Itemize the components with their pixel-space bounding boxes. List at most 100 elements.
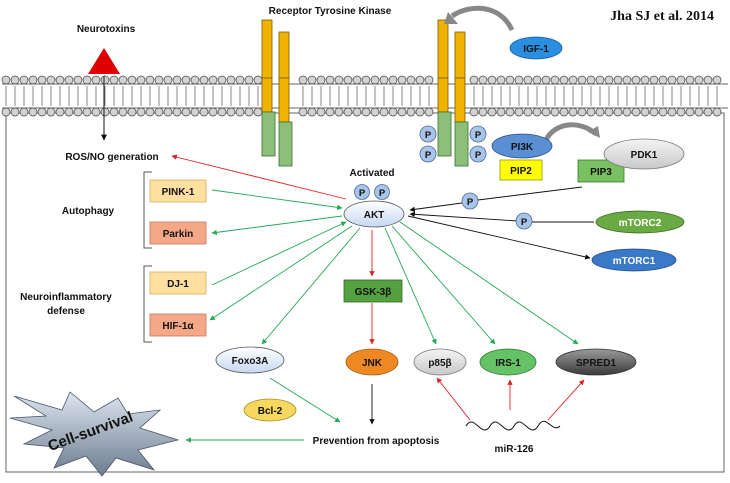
lipid-head: [307, 107, 317, 117]
lipid-head: [325, 107, 335, 117]
lipid-head: [595, 107, 605, 117]
phospho-circle-akt: [354, 184, 370, 200]
pip3-label: PIP3: [590, 167, 612, 178]
p85b-label: p85β: [428, 358, 451, 369]
p85b-node: [413, 348, 467, 376]
lipid-head: [154, 75, 164, 85]
lipid-head: [235, 75, 245, 85]
lipid-head: [406, 107, 416, 117]
arrow-mtorc2-akt: [409, 211, 519, 222]
lipid-bilayer: [1, 75, 728, 117]
lipid-head: [199, 107, 209, 117]
arrow-akt-parkin: [211, 215, 343, 236]
defense-label: defense: [47, 306, 85, 317]
arrow-mir-p85b: [436, 377, 471, 421]
lipid-head: [541, 107, 551, 117]
lipid-head: [172, 107, 182, 117]
lipid-head: [532, 107, 542, 117]
lipid-head: [658, 75, 668, 85]
lipid-head: [415, 107, 425, 117]
lipid-head: [1, 107, 11, 117]
pdk1-node: [603, 138, 685, 170]
lipid-head: [370, 75, 380, 85]
bcl2-node: [243, 398, 297, 422]
lipid-head: [559, 75, 569, 85]
phospho-circle: [469, 125, 487, 143]
lipid-head: [685, 75, 695, 85]
lipid-head: [208, 75, 218, 85]
foxo3a-node: [215, 346, 285, 374]
citation: Jha SJ et al. 2014: [610, 9, 714, 24]
arrow-akt-mtorc1: [407, 215, 591, 260]
lipid-head: [100, 107, 110, 117]
lipid-head: [352, 107, 362, 117]
lipid-head: [109, 107, 119, 117]
lipid-head: [190, 107, 200, 117]
lipid-head: [577, 107, 587, 117]
lipid-head: [703, 107, 713, 117]
lipid-head: [64, 75, 74, 85]
neuroinflammatory-bracket: [143, 265, 152, 343]
arrow-akt-spred1: [399, 221, 579, 345]
lipid-head: [226, 107, 236, 117]
lipid-head: [541, 75, 551, 85]
arrow-dj1-akt: [211, 221, 347, 286]
lipid-head: [298, 75, 308, 85]
lipid-head: [406, 75, 416, 85]
lipid-head: [658, 107, 668, 117]
lipid-head: [226, 75, 236, 85]
lipid-head: [604, 107, 614, 117]
irs1-node: [479, 348, 537, 376]
lipid-head: [505, 75, 515, 85]
lipid-head: [244, 75, 254, 85]
lipid-head: [181, 75, 191, 85]
arrow-foxo3a-apoptosis: [269, 377, 341, 423]
lipid-head: [622, 107, 632, 117]
phospho-circle: [419, 145, 437, 163]
lipid-head: [550, 107, 560, 117]
dj1-label: DJ-1: [167, 279, 189, 290]
pink1-node: [149, 179, 207, 203]
spred1-node: [555, 348, 637, 376]
arrow-mir-spred1: [547, 379, 585, 421]
lipid-head: [163, 107, 173, 117]
lipid-head: [469, 75, 479, 85]
lipid-head: [190, 75, 200, 85]
lipid-head: [568, 107, 578, 117]
lipid-head: [253, 75, 263, 85]
igf1-binding-arrow: [450, 5, 515, 32]
hif1a-node: [149, 313, 207, 337]
lipid-head: [127, 107, 137, 117]
lipid-head: [667, 107, 677, 117]
pi3k-label: PI3K: [511, 142, 534, 153]
activated-label: Activated: [349, 168, 394, 179]
bcl2-label: Bcl-2: [258, 406, 283, 417]
gsk3b-label: GSK-3β: [355, 287, 392, 298]
lipid-head: [145, 107, 155, 117]
phospho-circle: [419, 125, 437, 143]
lipid-head: [694, 75, 704, 85]
lipid-head: [631, 75, 641, 85]
phospho-label: P: [359, 188, 366, 199]
lipid-head: [694, 107, 704, 117]
lipid-head: [100, 75, 110, 85]
lipid-head: [604, 75, 614, 85]
lipid-head: [298, 107, 308, 117]
lipid-head: [586, 107, 596, 117]
lipid-head: [703, 75, 713, 85]
autophagy-bracket: [143, 171, 152, 249]
lipid-head: [343, 75, 353, 85]
lipid-head: [28, 75, 38, 85]
lipid-head: [523, 107, 533, 117]
lipid-head: [613, 75, 623, 85]
lipid-head: [19, 75, 29, 85]
arrow-akt-irs1: [391, 225, 496, 345]
lipid-head: [334, 107, 344, 117]
lipid-head: [28, 107, 38, 117]
lipid-head: [388, 107, 398, 117]
lipid-head: [532, 75, 542, 85]
lipid-head: [478, 75, 488, 85]
phospho-label: P: [467, 197, 474, 208]
lipid-head: [127, 75, 137, 85]
phospho-label: P: [521, 217, 528, 228]
